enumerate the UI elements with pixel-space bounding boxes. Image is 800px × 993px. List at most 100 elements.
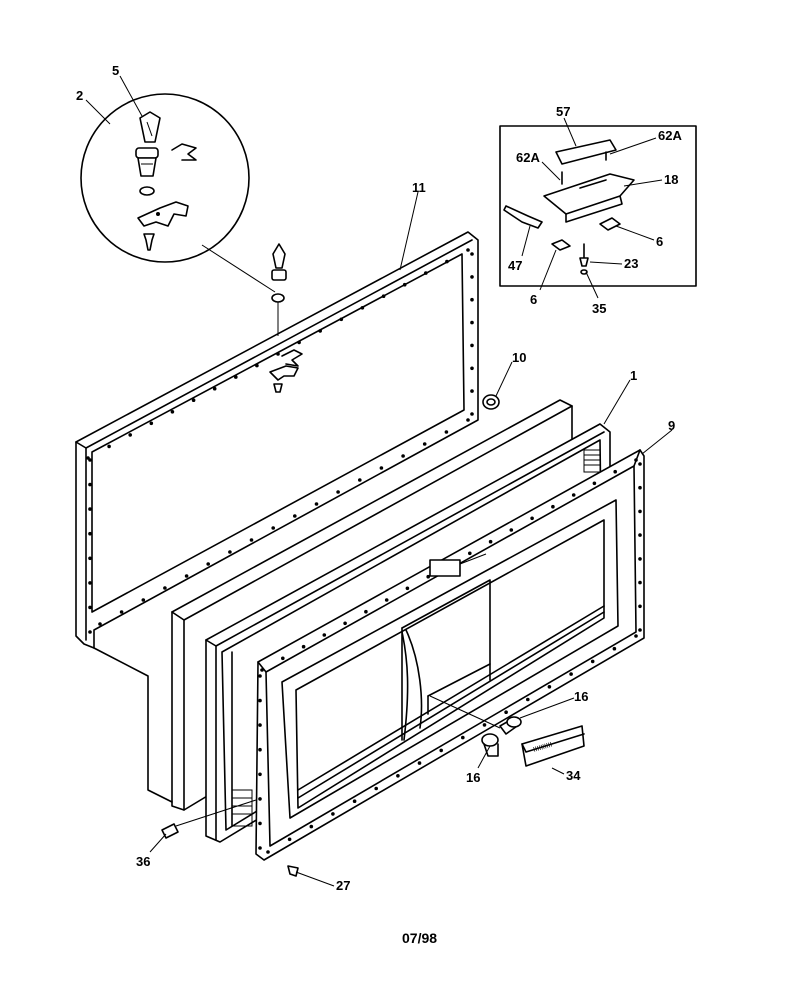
mounting-hole — [343, 621, 347, 626]
mounting-hole — [547, 685, 552, 689]
mounting-hole — [88, 507, 92, 511]
handle-part-16-upper — [499, 716, 522, 735]
mounting-hole — [526, 697, 530, 702]
mounting-hole — [401, 454, 405, 458]
mounting-hole — [339, 317, 344, 322]
mounting-hole — [612, 646, 617, 651]
mounting-hole — [571, 493, 576, 497]
mounting-hole — [470, 389, 474, 393]
mounting-hole — [470, 297, 474, 302]
mounting-hole — [638, 485, 642, 490]
mounting-hole — [470, 320, 474, 325]
mounting-hole — [638, 628, 642, 632]
mounting-hole — [358, 478, 362, 482]
callout-16-upper: 16 — [574, 689, 588, 704]
liner-mounting-holes — [258, 458, 642, 854]
mounting-hole — [88, 630, 92, 634]
mounting-hole — [234, 375, 238, 379]
mounting-hole — [422, 442, 427, 446]
mounting-hole — [163, 586, 167, 590]
mounting-hole — [119, 610, 124, 614]
mounting-hole — [488, 539, 493, 544]
mounting-hole — [396, 774, 400, 778]
mounting-hole — [258, 698, 262, 703]
mounting-hole — [379, 466, 384, 470]
callout-62a-right: 62A — [658, 128, 682, 143]
mounting-hole — [88, 556, 92, 561]
mounting-hole — [266, 850, 270, 854]
mounting-hole — [258, 747, 262, 752]
mounting-hole — [293, 514, 297, 518]
callout-10: 10 — [512, 350, 526, 365]
mounting-hole — [191, 398, 196, 403]
screw-part-27 — [287, 865, 299, 877]
mounting-hole — [468, 551, 472, 556]
mounting-hole — [98, 622, 102, 626]
mounting-hole — [424, 271, 428, 275]
mounting-hole — [336, 490, 340, 494]
hinge-pin-part-10 — [482, 394, 500, 410]
callout-18: 18 — [664, 172, 678, 187]
mounting-hole — [360, 306, 365, 310]
mounting-hole — [384, 598, 389, 602]
hinge-detail-circle — [80, 93, 276, 293]
callout-labels: 5 2 11 57 62A 62A 18 6 47 23 6 35 10 1 9… — [76, 63, 682, 893]
mounting-hole — [638, 509, 642, 514]
nameplate-part-34: IIIIIIIIII — [521, 725, 585, 767]
mounting-hole — [444, 430, 449, 434]
mounting-hole — [271, 526, 276, 530]
callout-23: 23 — [624, 256, 638, 271]
callout-5: 5 — [112, 63, 119, 78]
mounting-hole — [381, 294, 386, 299]
callout-2: 2 — [76, 88, 83, 103]
mounting-hole — [322, 633, 327, 637]
callout-11: 11 — [412, 180, 426, 195]
mounting-hole — [212, 386, 217, 391]
mounting-hole — [551, 504, 555, 509]
mounting-hole — [439, 748, 444, 753]
mounting-hole — [638, 462, 642, 466]
mounting-hole — [613, 469, 617, 474]
mounting-hole — [331, 812, 335, 816]
outer-door-panel — [75, 231, 479, 649]
mounting-hole — [352, 799, 357, 803]
mounting-hole — [206, 562, 210, 566]
mounting-hole — [287, 837, 292, 842]
panel-mounting-holes — [86, 248, 474, 634]
mounting-hole — [258, 674, 262, 678]
mounting-hole — [466, 418, 470, 422]
mounting-hole — [309, 824, 314, 829]
mounting-hole — [88, 482, 92, 487]
mounting-hole — [417, 761, 422, 765]
callout-35: 35 — [592, 301, 606, 316]
mounting-hole — [638, 533, 642, 537]
mounting-hole — [504, 710, 508, 714]
callout-47: 47 — [508, 258, 522, 273]
callout-57: 57 — [556, 104, 570, 119]
gasket-vent-top — [583, 449, 601, 473]
mounting-hole — [530, 516, 534, 521]
mounting-hole — [482, 723, 487, 727]
mounting-hole — [364, 609, 368, 614]
mounting-hole — [638, 580, 642, 585]
mounting-hole — [107, 444, 111, 449]
mounting-hole — [149, 421, 154, 426]
callout-1: 1 — [630, 368, 637, 383]
callout-34: 34 — [566, 768, 581, 783]
date-code: 07/98 — [402, 930, 437, 946]
mounting-hole — [374, 786, 379, 791]
mounting-hole — [276, 352, 280, 356]
mounting-hole — [466, 248, 470, 252]
mounting-hole — [470, 252, 474, 256]
callout-6-bottom: 6 — [530, 292, 537, 307]
callout-62a-left: 62A — [516, 150, 540, 165]
mounting-hole — [228, 550, 232, 554]
mounting-hole — [405, 586, 410, 591]
mounting-hole — [128, 433, 132, 437]
inner-door-liner-part-9 — [255, 449, 645, 861]
mounting-hole — [426, 574, 431, 579]
mounting-hole — [88, 531, 92, 536]
mounting-hole — [314, 502, 319, 506]
mounting-hole — [258, 723, 262, 727]
mounting-hole — [258, 821, 262, 826]
